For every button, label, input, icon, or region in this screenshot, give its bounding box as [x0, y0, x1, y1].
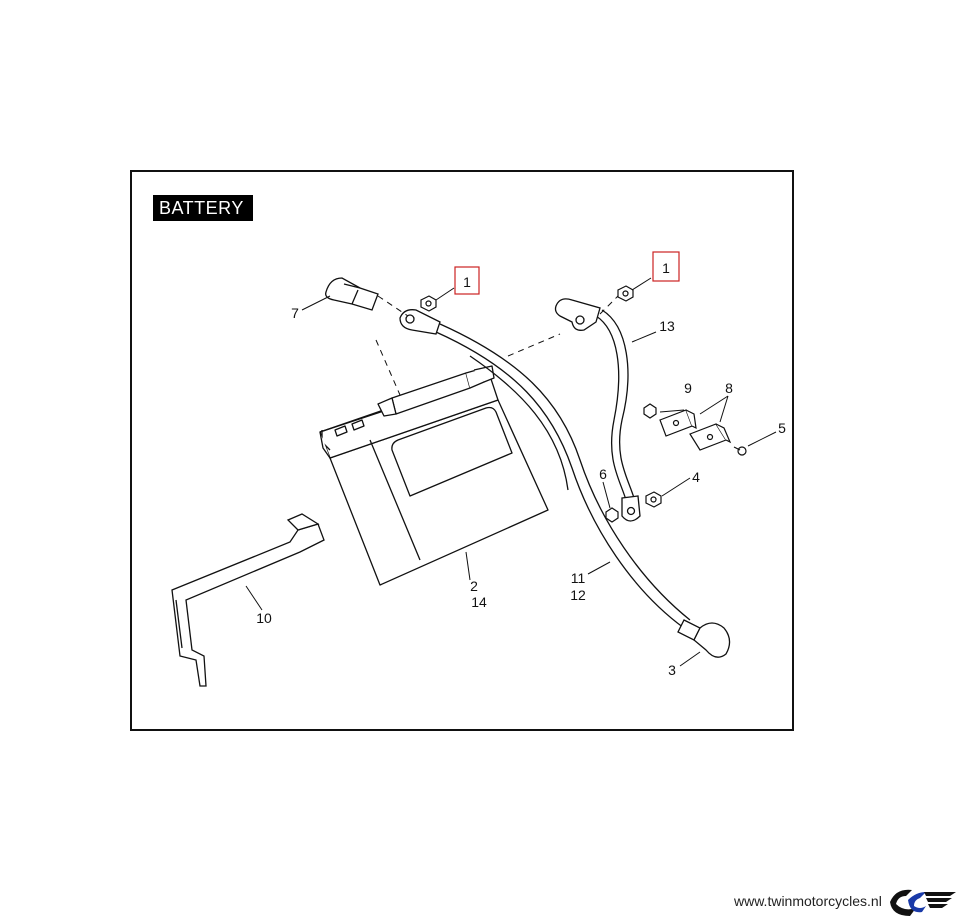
terminal-boot-3 [677, 619, 731, 658]
callout-4: 4 [692, 469, 700, 485]
callout-7: 7 [291, 305, 299, 321]
callout-12: 12 [570, 587, 586, 603]
battery-cable-11 [435, 323, 691, 629]
leader-lines [245, 277, 777, 667]
bolt-4 [645, 491, 662, 508]
battery-cable-13 [595, 309, 635, 501]
diagram-frame [130, 170, 794, 731]
svg-text:1: 1 [463, 274, 471, 290]
callout-9: 9 [684, 380, 692, 396]
callout-1-left: 1 [454, 266, 480, 295]
nut-9 [643, 403, 657, 419]
callout-10: 10 [256, 610, 272, 626]
cable-13-top-terminal [554, 298, 601, 331]
callout-11: 11 [571, 570, 586, 586]
callout-3: 3 [668, 662, 676, 678]
bolt-1-left [420, 295, 437, 312]
svg-text:1: 1 [662, 260, 670, 276]
cable-terminal-left [399, 309, 441, 335]
callout-8: 8 [725, 380, 733, 396]
callout-6: 6 [599, 466, 607, 482]
svg-text:BATTERY: BATTERY [159, 198, 244, 218]
diagram-title: BATTERY [153, 195, 253, 221]
alignment-dashes [375, 295, 619, 396]
terminal-boot-7 [325, 277, 379, 311]
clip-8 [659, 409, 732, 451]
callout-2: 2 [470, 578, 478, 594]
screw-5 [733, 446, 747, 456]
callout-13: 13 [659, 318, 675, 334]
footer-url[interactable]: www.twinmotorcycles.nl [734, 893, 882, 909]
nut-6 [605, 507, 619, 523]
hold-down-strap-10 [171, 513, 325, 687]
callout-14: 14 [471, 594, 487, 610]
callout-1-right: 1 [652, 251, 680, 282]
battery-body [319, 365, 549, 586]
twin-motorcycles-logo-icon [890, 889, 956, 916]
callout-5: 5 [778, 420, 786, 436]
bolt-1-right [617, 285, 634, 302]
cable-13-bottom-terminal [621, 495, 641, 522]
